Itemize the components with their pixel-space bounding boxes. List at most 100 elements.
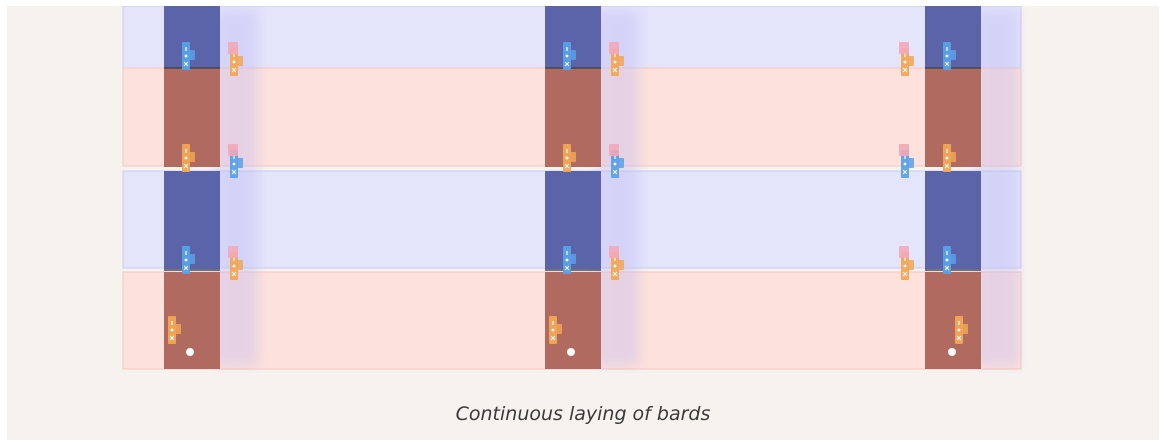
connector-dot — [232, 162, 236, 166]
post-connector — [563, 246, 576, 274]
connector-cross — [612, 169, 618, 175]
connector-dot — [565, 156, 569, 160]
base-marker — [567, 348, 575, 356]
post-segment-blue — [545, 171, 601, 269]
connectors-group — [168, 42, 968, 356]
posts-group — [164, 6, 981, 369]
connector-tab — [950, 152, 956, 162]
connector-dot — [957, 328, 961, 332]
connector-cross — [612, 271, 618, 277]
connector-cross — [183, 265, 189, 271]
connector-tab — [950, 254, 956, 264]
connector-tab — [189, 152, 195, 162]
connector-cross — [944, 163, 950, 169]
figure-caption: Continuous laying of bards — [455, 403, 711, 425]
connector-tab — [189, 50, 195, 60]
connector-cross — [183, 61, 189, 67]
connector-dot — [565, 54, 569, 58]
post-connector — [563, 144, 576, 172]
post-connector — [182, 246, 195, 274]
base-connector — [168, 316, 181, 344]
connector-cross — [902, 67, 908, 73]
post-connector — [943, 42, 956, 70]
connector-cross — [231, 169, 237, 175]
post-segment-red — [164, 68, 220, 167]
connector-cross — [564, 265, 570, 271]
connector-cross — [183, 163, 189, 169]
connector-tab — [962, 324, 968, 334]
pink-connector — [609, 246, 619, 258]
pink-connector — [899, 144, 909, 156]
connector-cross — [902, 271, 908, 277]
connector-cross — [902, 169, 908, 175]
connector-dot — [184, 156, 188, 160]
post-connector — [182, 144, 195, 172]
connector-dot — [903, 162, 907, 166]
connector-dot — [613, 60, 617, 64]
side-connector — [230, 252, 243, 280]
connector-dot — [945, 258, 949, 262]
post-segment-blue — [925, 171, 981, 269]
connector-dot — [232, 60, 236, 64]
base-marker — [948, 348, 956, 356]
connector-cross — [231, 271, 237, 277]
connector-cross — [564, 61, 570, 67]
connector-tab — [237, 260, 243, 270]
connector-dot — [232, 264, 236, 268]
pink-connector — [228, 246, 238, 258]
connector-tab — [950, 50, 956, 60]
post-segment-red — [545, 68, 601, 167]
connector-cross — [944, 265, 950, 271]
pink-connector — [899, 42, 909, 54]
connector-dot — [903, 264, 907, 268]
connector-tab — [237, 56, 243, 66]
post-connector — [943, 144, 956, 172]
connector-tab — [908, 158, 914, 168]
pink-connector — [609, 42, 619, 54]
post-connector — [563, 42, 576, 70]
connector-cross — [169, 335, 175, 341]
pink-connector — [228, 42, 238, 54]
connector-dot — [184, 258, 188, 262]
connector-tab — [908, 56, 914, 66]
post-connector — [943, 246, 956, 274]
connector-cross — [944, 61, 950, 67]
post-segment-blue — [164, 171, 220, 269]
connector-dot — [184, 54, 188, 58]
pink-connector — [899, 246, 909, 258]
connector-dot — [170, 328, 174, 332]
connector-tab — [570, 254, 576, 264]
connector-tab — [908, 260, 914, 270]
connector-tab — [618, 56, 624, 66]
connector-cross — [550, 335, 556, 341]
pink-connector — [609, 144, 619, 156]
connector-tab — [556, 324, 562, 334]
side-connector — [901, 252, 914, 280]
post-connector — [182, 42, 195, 70]
side-connector — [230, 48, 243, 76]
side-connector — [901, 150, 914, 178]
post-segment-red — [925, 68, 981, 167]
connector-cross — [564, 163, 570, 169]
connector-tab — [570, 152, 576, 162]
figure-panel: Continuous laying of bards — [7, 6, 1159, 440]
connector-dot — [945, 156, 949, 160]
side-connector — [611, 150, 624, 178]
connector-tab — [175, 324, 181, 334]
connector-cross — [956, 335, 962, 341]
base-marker — [186, 348, 194, 356]
connector-tab — [189, 254, 195, 264]
connector-dot — [613, 162, 617, 166]
connector-dot — [613, 264, 617, 268]
connector-dot — [945, 54, 949, 58]
connector-tab — [237, 158, 243, 168]
connector-tab — [618, 260, 624, 270]
connector-dot — [551, 328, 555, 332]
connector-dot — [565, 258, 569, 262]
bard-laying-diagram — [122, 6, 1022, 370]
connector-cross — [612, 67, 618, 73]
side-connector — [230, 150, 243, 178]
post-glow — [975, 10, 1019, 366]
connector-dot — [903, 60, 907, 64]
connector-tab — [618, 158, 624, 168]
